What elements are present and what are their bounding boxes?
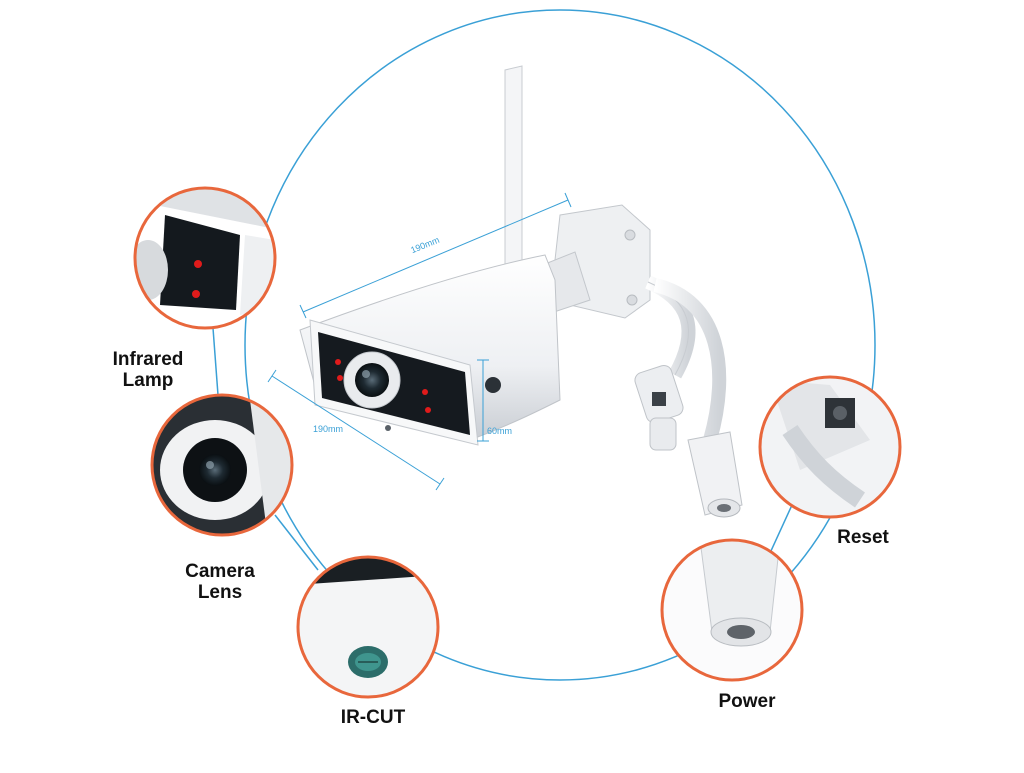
power-label: Power bbox=[718, 691, 776, 712]
infrared-lamp-callout bbox=[133, 186, 277, 330]
connector-line bbox=[769, 504, 793, 554]
camera-lens-label: Camera Lens bbox=[185, 561, 255, 603]
connector-line bbox=[212, 327, 219, 396]
dimension-height: 60mm bbox=[487, 426, 513, 436]
connector-ring bbox=[244, 9, 876, 681]
infrared-lamp-label: Infrared Lamp bbox=[112, 349, 184, 391]
ir-cut-callout bbox=[296, 555, 440, 699]
power-callout bbox=[660, 538, 804, 682]
ir-cut-label: IR-CUT bbox=[340, 707, 406, 728]
dimension-lines bbox=[267, 192, 572, 491]
camera-lens-callout bbox=[150, 393, 294, 537]
reset-callout bbox=[758, 375, 902, 519]
reset-label: Reset bbox=[837, 527, 889, 548]
connector-line bbox=[274, 514, 319, 571]
camera-product bbox=[299, 65, 743, 518]
dimension-length-bottom: 190mm bbox=[313, 424, 344, 434]
